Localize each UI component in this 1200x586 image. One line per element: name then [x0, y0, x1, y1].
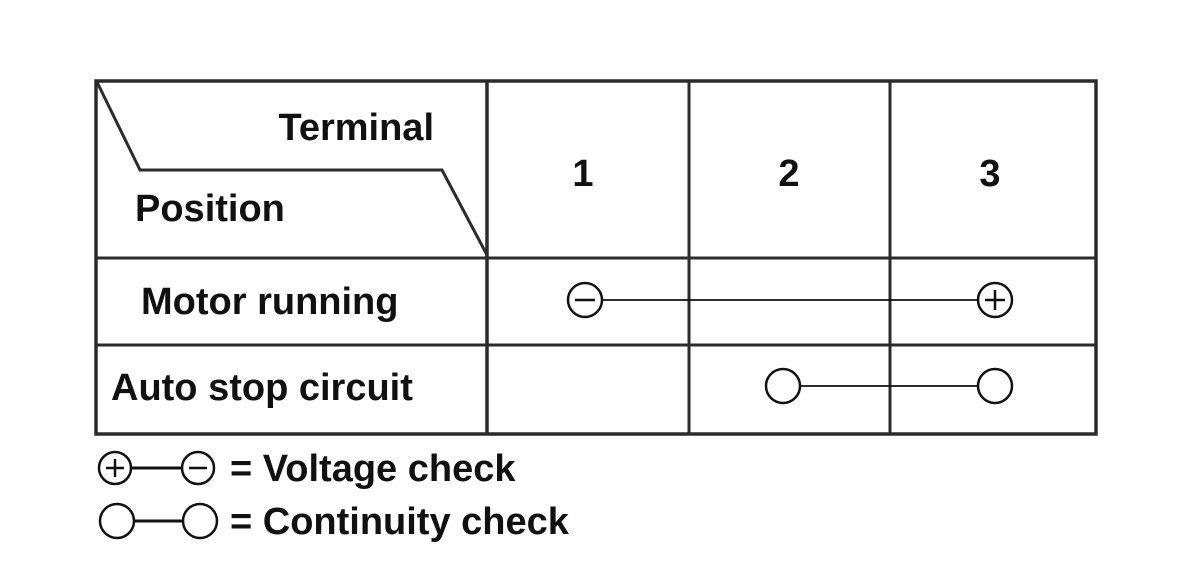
legend-voltage-label: = Voltage check: [230, 448, 516, 490]
row-motor-running-label: Motor running: [141, 281, 398, 323]
header-diagonal-divider: [95, 81, 489, 256]
circle-icon: [764, 367, 802, 405]
legend-continuity-check: = Continuity check: [98, 501, 570, 543]
row-auto-stop-connection: [764, 367, 1014, 405]
circle-minus-icon: [566, 281, 604, 319]
terminal-2-label: 2: [778, 153, 799, 195]
header-position-label: Position: [135, 188, 285, 230]
table-grid: [94, 79, 1098, 436]
terminal-1-label: 1: [572, 153, 593, 195]
legend-continuity-label: = Continuity check: [230, 501, 570, 543]
header-terminal-label: Terminal: [278, 107, 434, 149]
circle-minus-icon: [180, 450, 216, 486]
circle-icon: [98, 502, 136, 540]
legend-voltage-check: = Voltage check: [97, 448, 516, 490]
circle-icon: [976, 367, 1014, 405]
row-auto-stop-circuit-label: Auto stop circuit: [111, 367, 413, 409]
terminal-3-label: 3: [979, 153, 1000, 195]
row-motor-running-connection: [566, 281, 1014, 319]
circle-plus-icon: [976, 281, 1014, 319]
circle-icon: [181, 502, 219, 540]
circle-plus-icon: [97, 450, 133, 486]
